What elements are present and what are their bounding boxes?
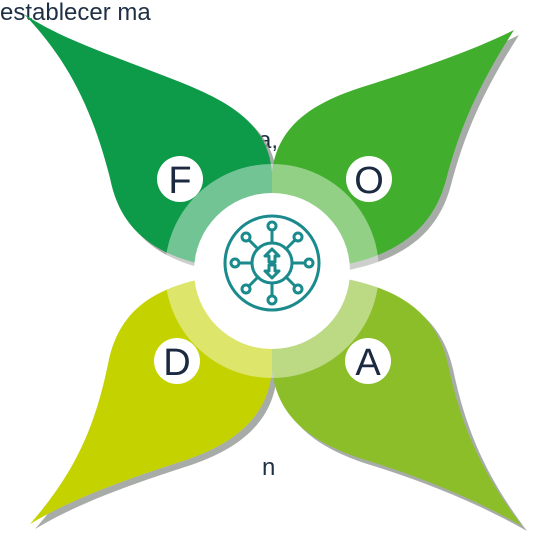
letter-o: O	[354, 160, 384, 202]
badge-a: A	[345, 338, 391, 384]
letter-f: F	[168, 160, 191, 202]
letter-a: A	[355, 342, 381, 384]
badge-d: D	[154, 338, 200, 384]
badge-o: O	[346, 156, 392, 202]
letter-d: D	[163, 342, 190, 384]
virus-data-icon	[225, 216, 319, 310]
badge-f: F	[157, 156, 203, 202]
